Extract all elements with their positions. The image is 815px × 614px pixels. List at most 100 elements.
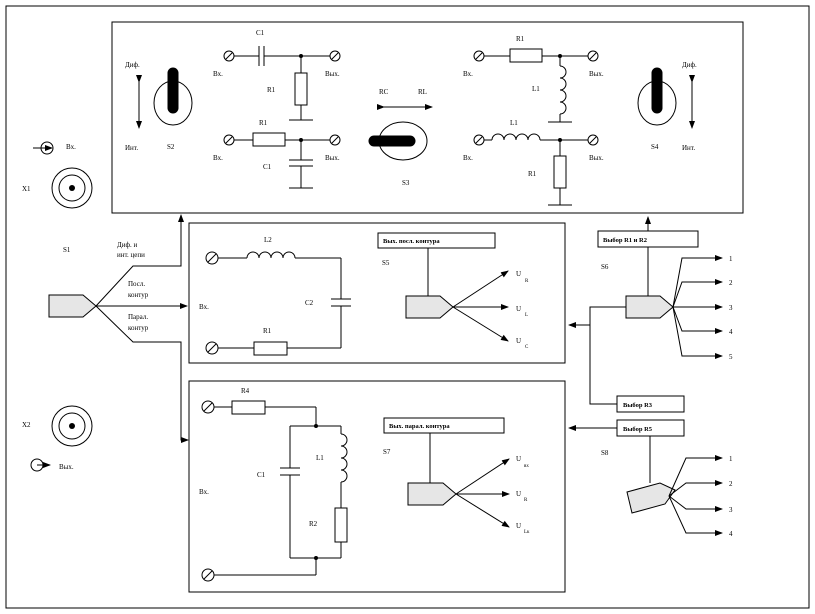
parallel-panel-frame xyxy=(188,380,566,593)
x1-input-connector[interactable] xyxy=(33,141,93,209)
s8-label: S8 xyxy=(601,449,609,457)
s2-label: S2 xyxy=(167,143,175,151)
s3-selector-switch[interactable] xyxy=(368,104,433,161)
r1-label-series: R1 xyxy=(263,327,272,335)
c2-label: C2 xyxy=(305,299,314,307)
s5-label: S5 xyxy=(382,259,390,267)
s6-output-3: 3 xyxy=(729,304,733,312)
rc-integrator-circuit xyxy=(223,132,341,189)
r1-label-top: R1 xyxy=(267,86,276,94)
series-tap-ul: U L xyxy=(516,305,528,318)
s6-output-1: 1 xyxy=(729,255,733,263)
s3-left-label: RC xyxy=(379,88,389,96)
parallel-output-box xyxy=(383,417,505,434)
series-circuit-panel xyxy=(188,222,566,364)
circuit3-input-label: Вх. xyxy=(463,70,473,78)
l1-label-lr: L1 xyxy=(510,119,518,127)
s8-box-top-label: Выбор R3 xyxy=(623,402,653,409)
s1-out-parallel: Парал. контур xyxy=(128,313,148,332)
svg-text:U: U xyxy=(516,490,521,498)
rl-differentiator-circuit xyxy=(473,48,599,123)
s6-label: S6 xyxy=(601,263,609,271)
x1-label: X1 xyxy=(22,185,31,193)
s6-selector-switch[interactable] xyxy=(568,255,723,359)
parallel-tap-ur: U R xyxy=(516,490,528,503)
circuit1-input-label: Вх. xyxy=(213,70,223,78)
x1-input-label: Вх. xyxy=(66,143,76,151)
l1-label-parallel: L1 xyxy=(316,454,324,462)
top-panel: Диф. Инт. S2 C1 R1 Вх. Вых. xyxy=(111,21,744,214)
parallel-output-box-label: Вых. парал. контура xyxy=(389,423,450,430)
circuit4-input-label: Вх. xyxy=(463,154,473,162)
r1-label-rl: R1 xyxy=(516,35,525,43)
s4-bottom-label: Инт. xyxy=(682,144,695,152)
s1-label: S1 xyxy=(63,246,71,254)
series-tap-ur: U R xyxy=(516,270,529,284)
circuit3-output-label: Вых. xyxy=(589,70,604,78)
c1-label-top: C1 xyxy=(256,29,265,37)
svg-text:U: U xyxy=(516,455,521,463)
svg-text:U: U xyxy=(516,270,521,278)
s3-label: S3 xyxy=(402,179,410,187)
svg-text:L: L xyxy=(525,313,528,318)
r4-label: R4 xyxy=(241,387,250,395)
parallel-tap-uin: U вх xyxy=(516,455,529,469)
circuit2-output-label: Вых. xyxy=(325,154,340,162)
series-panel-frame xyxy=(188,222,566,364)
s4-toggle-switch[interactable] xyxy=(637,67,695,129)
l1-label-rl: L1 xyxy=(532,85,540,93)
svg-text:C: C xyxy=(525,345,529,350)
r1-label-lr: R1 xyxy=(528,170,537,178)
s6-output-2: 2 xyxy=(729,279,733,287)
svg-text:R: R xyxy=(524,498,528,503)
s4-label: S4 xyxy=(651,143,659,151)
s7-selector-switch[interactable] xyxy=(407,458,510,528)
svg-text:U: U xyxy=(516,522,521,530)
series-input-label: Вх. xyxy=(199,303,209,311)
series-output-box xyxy=(377,232,496,249)
s8-output-4: 4 xyxy=(729,530,733,538)
s8-output-1: 1 xyxy=(729,455,733,463)
s8-output-3: 3 xyxy=(729,506,733,514)
s2-toggle-switch[interactable] xyxy=(136,67,193,129)
circuit2-input-label: Вх. xyxy=(213,154,223,162)
s1-selector-switch[interactable] xyxy=(48,214,189,443)
s5-selector-switch[interactable] xyxy=(405,270,509,342)
r1-label-mid: R1 xyxy=(259,119,268,127)
outer-frame xyxy=(5,5,810,609)
s3-right-label: RL xyxy=(418,88,427,96)
c1-label-parallel: C1 xyxy=(257,471,266,479)
s6-box-label: Выбор R1 и R2 xyxy=(603,237,647,244)
parallel-tap-ulk: U Lк xyxy=(516,522,530,535)
rl-integrator-circuit xyxy=(473,133,599,206)
s8-selector-switch[interactable] xyxy=(626,455,723,536)
parallel-circuit-panel xyxy=(188,380,566,593)
svg-text:U: U xyxy=(516,305,521,313)
s1-out-diff: Диф. и инт. цепи xyxy=(117,241,145,259)
parallel-input-label: Вх. xyxy=(199,488,209,496)
c1-label-mid: C1 xyxy=(263,163,272,171)
s2-bottom-label: Инт. xyxy=(125,144,138,152)
x2-output-label: Вых. xyxy=(59,463,74,471)
series-output-box-label: Вых. посл. контура xyxy=(383,238,440,245)
x2-output-connector[interactable] xyxy=(30,405,93,472)
rc-differentiator-circuit xyxy=(223,46,341,121)
circuit1-output-label: Вых. xyxy=(325,70,340,78)
svg-text:вх: вх xyxy=(524,464,529,469)
s2-top-label: Диф. xyxy=(125,61,140,69)
x2-label: X2 xyxy=(22,421,31,429)
r2-label-parallel: R2 xyxy=(309,520,318,528)
top-panel-frame xyxy=(111,21,744,214)
series-tap-uc: U C xyxy=(516,337,529,350)
s8-box-bottom-label: Выбор R5 xyxy=(623,426,653,433)
s7-label: S7 xyxy=(383,448,391,456)
svg-text:R: R xyxy=(525,279,529,284)
s6-output-5: 5 xyxy=(729,353,733,361)
s6-output-4: 4 xyxy=(729,328,733,336)
s1-out-series: Посл. контур xyxy=(128,280,148,299)
circuit4-output-label: Вых. xyxy=(589,154,604,162)
s4-top-label: Диф. xyxy=(682,61,697,69)
svg-text:Lк: Lк xyxy=(524,530,530,535)
svg-text:U: U xyxy=(516,337,521,345)
